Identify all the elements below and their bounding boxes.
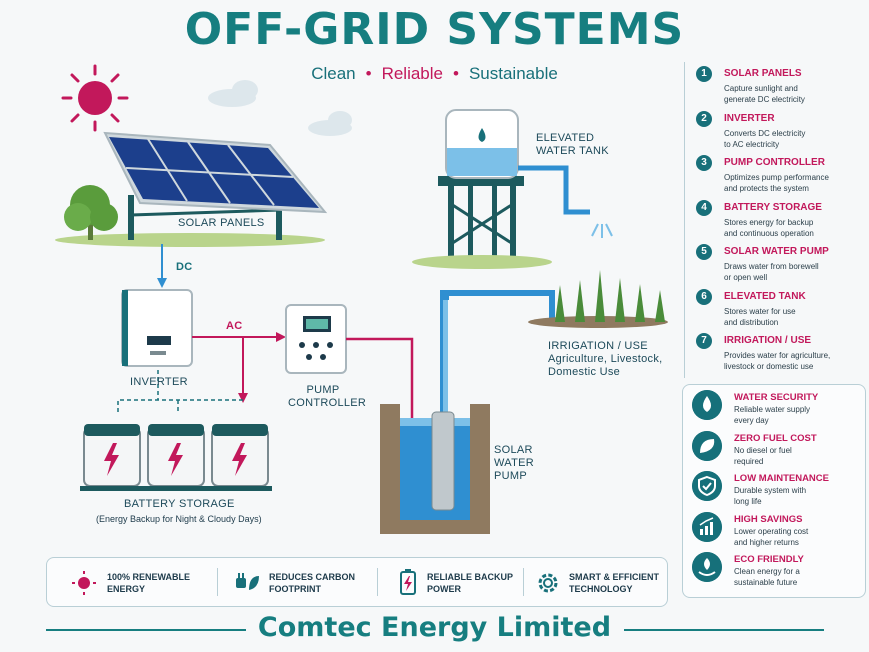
step-title: IRRIGATION / USE xyxy=(724,335,812,346)
benefit-title: LOW MAINTENANCE xyxy=(734,473,829,484)
footer: Comtec Energy Limited xyxy=(0,610,869,646)
tree-icon xyxy=(64,185,118,240)
tagline: Clean • Reliable • Sustainable xyxy=(0,64,869,84)
sun-icon xyxy=(72,571,96,595)
label-water-tank: ELEVATED WATER TANK xyxy=(536,132,609,157)
label-pump-controller: PUMP CONTROLLER xyxy=(288,384,367,409)
step-number: 6 xyxy=(696,288,712,305)
battery-subtitle: (Energy Backup for Night & Cloudy Days) xyxy=(96,514,262,524)
growth-chart-icon xyxy=(692,511,722,542)
footer-rule-left xyxy=(46,629,246,631)
pump-controller-unit xyxy=(285,304,347,374)
battery-icon xyxy=(400,569,416,595)
elevated-water-tank xyxy=(412,109,613,269)
plug-leaf-icon xyxy=(236,573,259,590)
label-ac: AC xyxy=(226,320,243,332)
benefit-title: WATER SECURITY xyxy=(734,392,819,403)
cloud-icon xyxy=(208,80,258,107)
cloud-icon xyxy=(308,111,352,136)
label-solar-water-pump: SOLAR WATER PUMP xyxy=(494,444,534,482)
step-title: PUMP CONTROLLER xyxy=(724,157,825,168)
crop-field-icon xyxy=(528,270,668,328)
tagline-dot: • xyxy=(365,64,372,83)
footer-rule-right xyxy=(624,629,824,631)
step-title: SOLAR WATER PUMP xyxy=(724,246,829,257)
benefit-title: ZERO FUEL COST xyxy=(734,432,817,444)
label-inverter: INVERTER xyxy=(130,376,188,388)
step-number: 3 xyxy=(696,155,712,171)
step-title: INVERTER xyxy=(724,112,775,124)
label-dc: DC xyxy=(176,261,193,273)
water-spray-icon xyxy=(591,223,613,238)
step-description: Provides water for agriculture,livestock… xyxy=(724,351,831,371)
solar-panel-array xyxy=(103,131,328,240)
battery-bank xyxy=(80,424,272,491)
ground xyxy=(55,233,325,247)
label-solar-panels: SOLAR PANELS xyxy=(178,217,265,229)
tagline-dot: • xyxy=(453,64,459,83)
tagline-reliable: Reliable xyxy=(381,64,443,83)
step-title: BATTERY STORAGE xyxy=(724,201,822,213)
step-number: 7 xyxy=(696,333,712,349)
system-diagram xyxy=(55,64,668,534)
label-irrigation: IRRIGATION / USE Agriculture, Livestock,… xyxy=(548,340,663,378)
leaf-icon xyxy=(692,430,722,461)
page-title: OFF-GRID SYSTEMS xyxy=(184,4,685,55)
step-title: ELEVATED TANK xyxy=(724,290,806,302)
water-drop-icon xyxy=(692,390,722,420)
shield-check-icon xyxy=(692,471,722,501)
eco-hands-icon xyxy=(692,552,722,582)
process-steps-panel xyxy=(684,62,866,378)
label-battery-storage: BATTERY STORAGE xyxy=(124,498,235,510)
benefit-title: HIGH SAVINGS xyxy=(734,513,803,525)
step-number: 4 xyxy=(696,199,712,216)
benefit-title: ECO FRIENDLY xyxy=(734,554,804,565)
gear-icon xyxy=(538,573,558,593)
borewell xyxy=(380,290,490,534)
step-title: SOLAR PANELS xyxy=(724,68,802,79)
tagline-clean: Clean xyxy=(311,64,356,83)
inverter-unit xyxy=(121,289,193,367)
sun-icon xyxy=(61,64,129,132)
step-number: 5 xyxy=(696,244,712,260)
step-number: 2 xyxy=(696,110,712,127)
company-name: Comtec Energy Limited xyxy=(257,612,612,643)
tagline-sustainable: Sustainable xyxy=(468,64,558,83)
step-number: 1 xyxy=(696,66,712,82)
